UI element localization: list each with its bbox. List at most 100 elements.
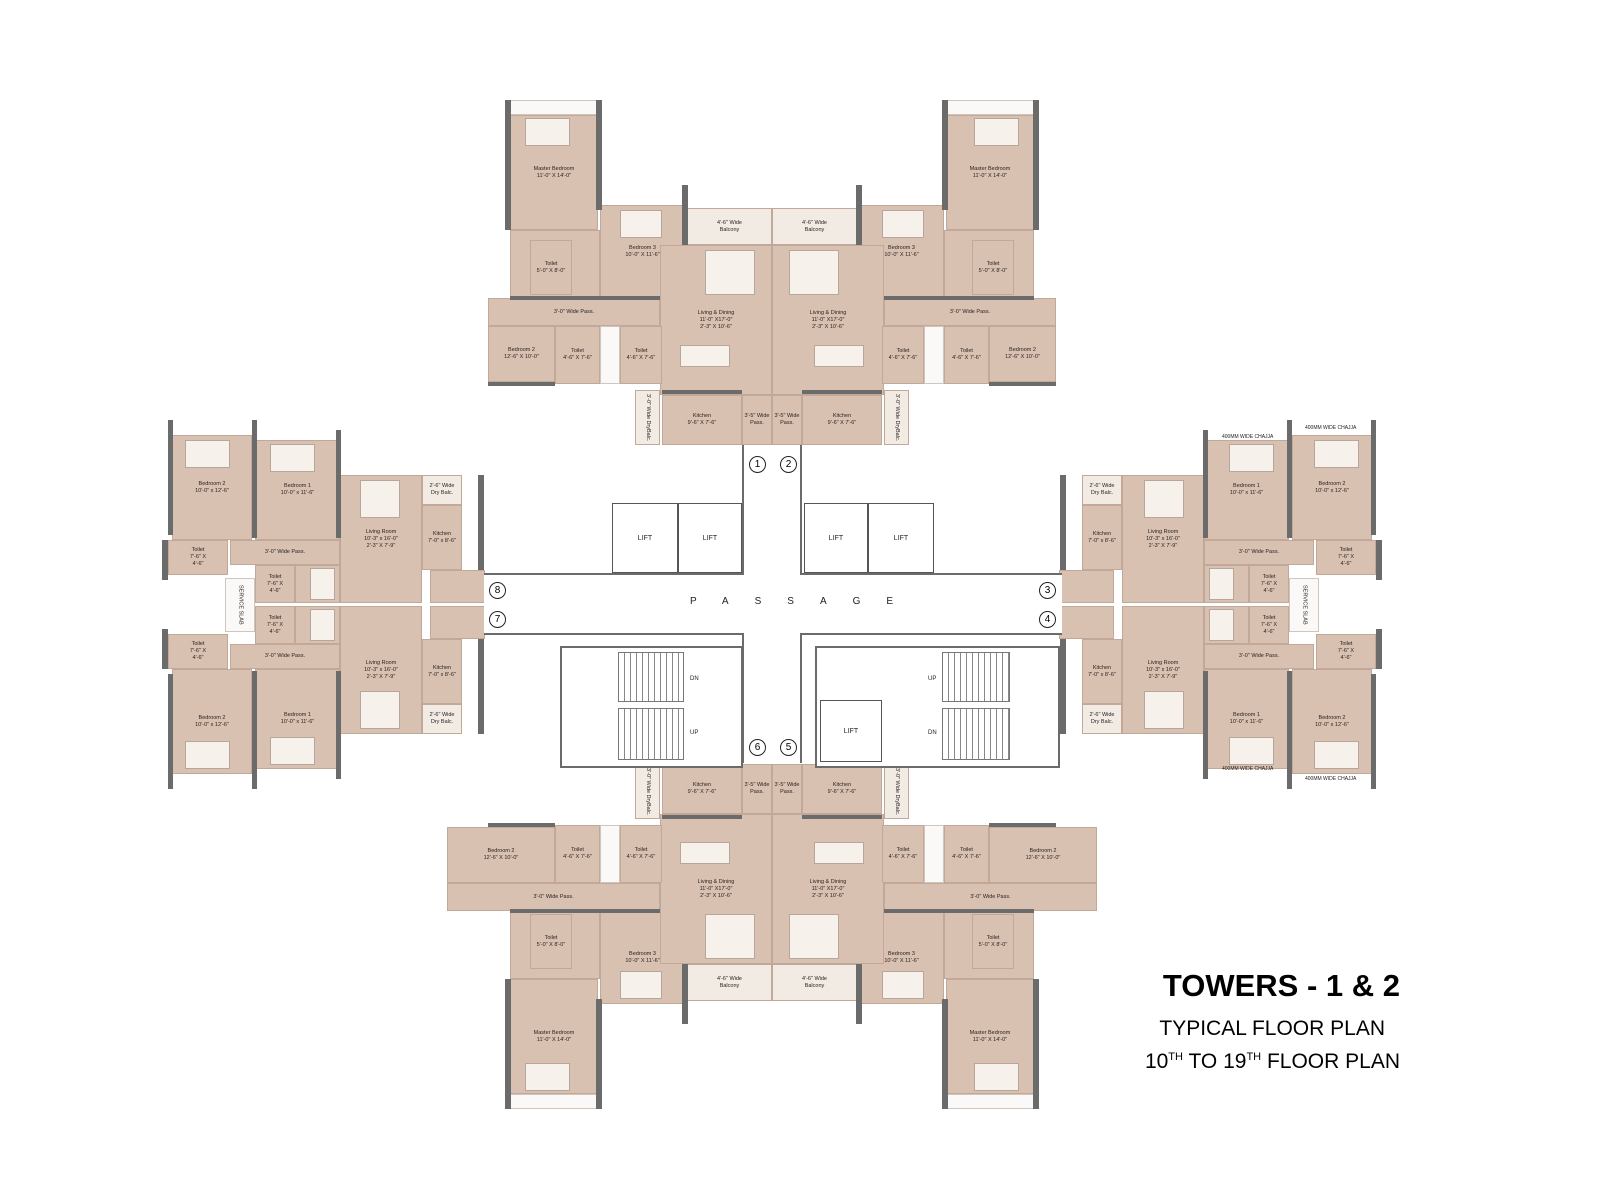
- living-room-label: 2'-3" X 7'-9": [366, 673, 396, 680]
- bedroom-1-label: 10'-0" x 11'-6": [1229, 490, 1264, 496]
- living-room-label: 10'-3" x 16'-0": [1146, 535, 1180, 542]
- bedroom-2-label: Bedroom 2: [1029, 848, 1057, 854]
- bedroom-2-label: Bedroom 2: [198, 714, 226, 721]
- wall: [942, 100, 948, 210]
- toilet-2-label: Toilet: [960, 847, 973, 853]
- floor-area: [430, 606, 485, 639]
- wall: [478, 639, 484, 734]
- wall: [510, 909, 660, 913]
- toilet-label: 4'-6": [192, 561, 204, 567]
- bedroom-3-label: Bedroom 3: [629, 950, 656, 957]
- lift-5: LIFT: [820, 700, 882, 762]
- wide-pass-label: 3'-0" Wide Pass.: [264, 549, 306, 555]
- wall: [1060, 475, 1066, 570]
- wall: [252, 420, 257, 538]
- furniture: [789, 250, 839, 295]
- furniture: [620, 210, 662, 238]
- furniture: [360, 480, 400, 518]
- kitchen-label: 9'-6" X 7'-6": [827, 789, 857, 795]
- wide-pass-room: 3'-0" Wide Pass.: [1204, 540, 1314, 565]
- floor-area: [946, 1094, 1034, 1109]
- wall: [168, 420, 173, 535]
- living-dining-label: Living & Dining: [697, 878, 735, 885]
- toilet-label: 7'-6" X: [189, 648, 207, 654]
- floor-area: [600, 825, 620, 883]
- furniture: [525, 1063, 570, 1091]
- wide-pass-label: 3'-0" Wide Pass.: [970, 893, 1011, 900]
- kitchen-label: 9'-6" X 7'-6": [827, 420, 857, 426]
- living-dining-label: 11'-0" X17'-0": [811, 316, 845, 323]
- bedroom-1-label: 10'-0" x 11'-6": [280, 490, 315, 496]
- master-bedroom-label: Master Bedroom: [533, 165, 575, 172]
- living-dining-label: 2'-3" X 10'-6": [700, 323, 732, 330]
- bedroom-2-label: Bedroom 2: [1318, 480, 1346, 487]
- living-room-label: Living Room: [1147, 528, 1179, 535]
- wall: [596, 100, 602, 210]
- toilet-1-label: Toilet: [544, 934, 558, 941]
- wall: [989, 382, 1056, 386]
- furniture: [705, 914, 755, 959]
- pass-35-label: Pass.: [780, 420, 794, 426]
- toilet-2-label: Toilet: [896, 348, 910, 354]
- wide-pass-room: 3'-0" Wide Pass.: [884, 883, 1097, 911]
- wall: [1203, 671, 1208, 779]
- subtitle: TYPICAL FLOOR PLAN: [1159, 1017, 1385, 1040]
- toilet-1-label: 5'-0" X 8'-0": [536, 941, 566, 948]
- toilet-label: 4'-6": [1340, 655, 1352, 661]
- dry-balcony-label: Dry Balc.: [430, 490, 454, 496]
- toilet-1-label: 5'-0" X 8'-0": [978, 267, 1008, 274]
- balcony-label: 4'-6" Wide: [801, 219, 827, 226]
- furniture: [270, 737, 315, 765]
- bedroom-1-label: 10'-0" x 11'-6": [1229, 719, 1264, 725]
- balcony-label: 4'-6" Wide: [801, 975, 827, 982]
- kitchen-label: Kitchen: [1092, 664, 1112, 671]
- floor-area: [946, 100, 1034, 115]
- furniture: [1229, 737, 1274, 765]
- toilet-1-label: Toilet: [544, 260, 558, 267]
- toilet-label: 4'-6": [1340, 561, 1352, 567]
- wide-pass-label: 3'-0" Wide Pass.: [553, 308, 595, 315]
- living-room-label: 2'-3" X 7'-9": [1148, 673, 1178, 680]
- stair-flight: [942, 708, 1010, 760]
- wall: [252, 671, 257, 789]
- kitchen-label: Kitchen: [832, 413, 852, 419]
- furniture: [310, 568, 335, 600]
- toilet-label: Toilet: [1339, 641, 1353, 647]
- lift-label: LIFT: [637, 534, 653, 542]
- wall: [478, 475, 484, 570]
- dry-balcony-label: Dry Balc.: [430, 719, 454, 725]
- kitchen-label: Kitchen: [692, 413, 712, 419]
- dry-balcony-label: Balc.: [645, 802, 651, 816]
- floor-area: [924, 326, 944, 384]
- unit-number-6: 6: [749, 739, 766, 756]
- unit-number-2: 2: [780, 456, 797, 473]
- balcony-label: 4'-6" Wide: [716, 975, 742, 982]
- wall: [1060, 639, 1066, 734]
- floor-area: [510, 1094, 598, 1109]
- living-room-label: 2'-3" X 7'-9": [1148, 542, 1178, 549]
- stair-up-label: UP: [928, 676, 937, 682]
- wall: [1376, 540, 1382, 580]
- floor-area: [510, 100, 598, 115]
- toilet-2-label: 4'-6" X 7'-6": [888, 854, 918, 860]
- bedroom-2-label: 10'-0" x 12'-6": [195, 721, 229, 728]
- bedroom-3-label: 10'-0" X 11'-6": [625, 251, 660, 258]
- wall: [168, 674, 173, 789]
- toilet-2-label: 4'-6" X 7'-6": [952, 355, 981, 361]
- toilet-2-label: 4'-6" X 7'-6": [563, 355, 592, 361]
- wide-pass-room: 3'-0" Wide Pass.: [488, 298, 660, 326]
- toilet-label: Toilet: [191, 641, 205, 647]
- bedroom-3-label: Bedroom 3: [629, 244, 656, 251]
- wall: [596, 999, 602, 1109]
